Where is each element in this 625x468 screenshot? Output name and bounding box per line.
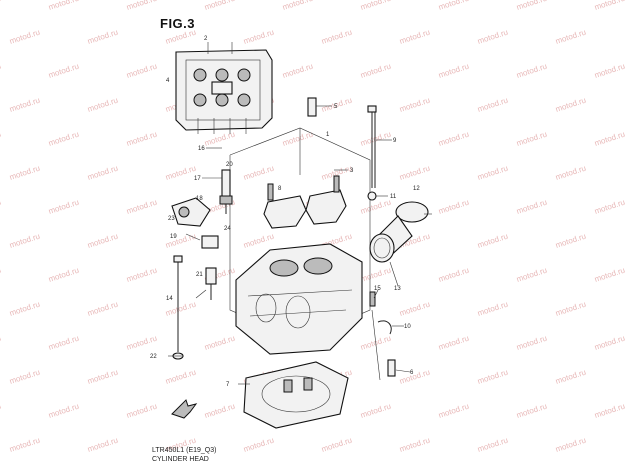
assembly-guide-box xyxy=(229,127,371,341)
front-arrow-icon xyxy=(171,399,198,419)
callout-label: 3 xyxy=(350,168,354,174)
callout-label: 2 xyxy=(204,36,208,42)
intake-pipe xyxy=(367,191,429,263)
callout-label: 17 xyxy=(194,176,201,182)
callout-label: 10 xyxy=(404,324,411,330)
leader-lines xyxy=(168,105,432,385)
footer-model-code: LTR450L1 (E19_Q3) xyxy=(152,447,217,454)
left-side-parts xyxy=(171,197,219,300)
long-stud-left xyxy=(172,255,184,360)
stud-top xyxy=(307,97,317,117)
head-gasket xyxy=(243,361,349,429)
bolt-bottom-right xyxy=(387,359,396,377)
callout-label: 21 xyxy=(196,272,203,278)
callout-label: 4 xyxy=(166,78,170,84)
callout-label: 1 xyxy=(326,132,330,138)
callout-label: 14 xyxy=(166,296,173,302)
callout-label: 11 xyxy=(390,194,397,200)
long-bolt-right xyxy=(367,105,377,188)
camshaft-caps xyxy=(263,175,347,229)
callout-label: 23 xyxy=(168,216,175,222)
callout-label: 5 xyxy=(334,104,338,110)
callout-label: 7 xyxy=(226,382,230,388)
callout-label: 6 xyxy=(410,370,414,376)
callout-label: 16 xyxy=(198,146,205,152)
head-top-view xyxy=(175,42,273,134)
callout-labels: 5 1 9 3 8 11 12 16 17 18 19 21 14 22 13 … xyxy=(150,36,420,388)
figure-title: FIG.3 xyxy=(160,16,196,31)
callout-label: 24 xyxy=(224,226,231,232)
callout-label: 20 xyxy=(226,162,233,168)
cylinder-head xyxy=(235,243,392,355)
callout-label: 13 xyxy=(394,286,401,292)
callout-label: 9 xyxy=(393,138,397,144)
callout-label: 18 xyxy=(196,196,203,202)
figure-footer: LTR450L1 (E19_Q3) CYLINDER HEAD xyxy=(152,446,216,464)
spark-plug xyxy=(219,169,233,214)
callout-label: 12 xyxy=(413,186,420,192)
callout-label: 8 xyxy=(278,186,282,192)
footer-part-name: CYLINDER HEAD xyxy=(152,456,209,463)
callout-label: 15 xyxy=(374,286,381,292)
callout-label: 22 xyxy=(150,354,157,360)
callout-label: 19 xyxy=(170,234,177,240)
